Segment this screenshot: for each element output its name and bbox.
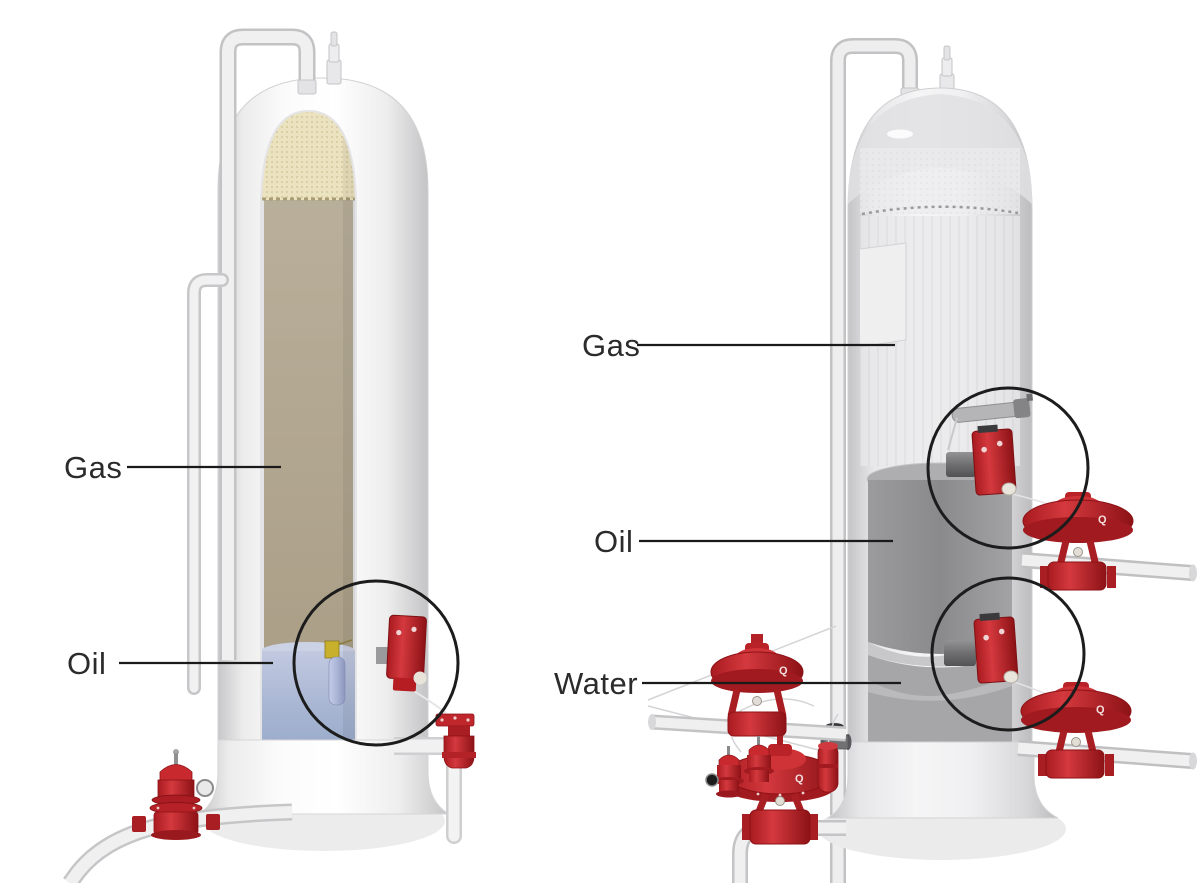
- upper-oil-valve: Q: [1011, 492, 1197, 591]
- mesh-edge: [861, 205, 1019, 216]
- label-right-water: Water: [554, 666, 901, 701]
- mounting-bracket: [951, 393, 1034, 423]
- mist-extractor-right: [860, 148, 1020, 214]
- inlet-diverter: [860, 242, 907, 349]
- right-vessel-base: [818, 741, 1066, 860]
- brand-mark: Q: [1096, 704, 1105, 716]
- label-right-gas: Gas: [582, 328, 895, 363]
- label-text: Water: [554, 666, 638, 701]
- label-text: Oil: [67, 646, 106, 681]
- lower-oil-valve: Q: [1013, 681, 1197, 779]
- label-right-oil: Oil: [594, 524, 893, 559]
- brand-mark: Q: [1098, 514, 1107, 526]
- label-left-oil: Oil: [67, 646, 273, 681]
- left-separator: [63, 28, 476, 883]
- left-vessel-cutaway: [260, 109, 357, 771]
- bracket-rod: [947, 417, 958, 451]
- bottom-valve-cluster: Q: [705, 736, 846, 883]
- pilot-regulator-a: [705, 746, 744, 798]
- label-text: Oil: [594, 524, 633, 559]
- upper-level-controller: [946, 424, 1017, 496]
- left-dump-valve: [394, 689, 476, 844]
- labels: Gas Oil Gas Oil Water: [64, 328, 901, 701]
- left-top-nozzle: [326, 31, 342, 85]
- right-separator: Q Q: [647, 38, 1197, 883]
- left-level-controller: [376, 614, 427, 692]
- oil-region-right: [868, 480, 1012, 654]
- label-text: Gas: [582, 328, 640, 363]
- lower-level-controller: [944, 612, 1019, 684]
- right-upper-highlight-circle: [926, 386, 1090, 550]
- supply-cylinder: [817, 742, 839, 793]
- cutaway-inner-shadow: [343, 112, 355, 768]
- label-text: Gas: [64, 450, 122, 485]
- brand-mark: Q: [779, 665, 788, 677]
- left-gas-outlet-pipe: [219, 28, 317, 660]
- left-vessel-base: [197, 739, 451, 851]
- displacer-float: [324, 639, 353, 706]
- dome-highlight: [887, 129, 913, 139]
- water-region-right: [868, 655, 1012, 756]
- water-dump-valve: Q: [648, 634, 847, 742]
- right-lower-highlight-circle: [930, 576, 1086, 732]
- left-highlight-circle: [292, 579, 460, 747]
- pressure-regulator: [132, 749, 220, 840]
- water-highlight: [868, 674, 1012, 701]
- pilot-regulator-b: [744, 736, 774, 782]
- left-standpipe: [187, 273, 229, 695]
- brand-mark: Q: [795, 773, 804, 785]
- label-left-gas: Gas: [64, 450, 281, 485]
